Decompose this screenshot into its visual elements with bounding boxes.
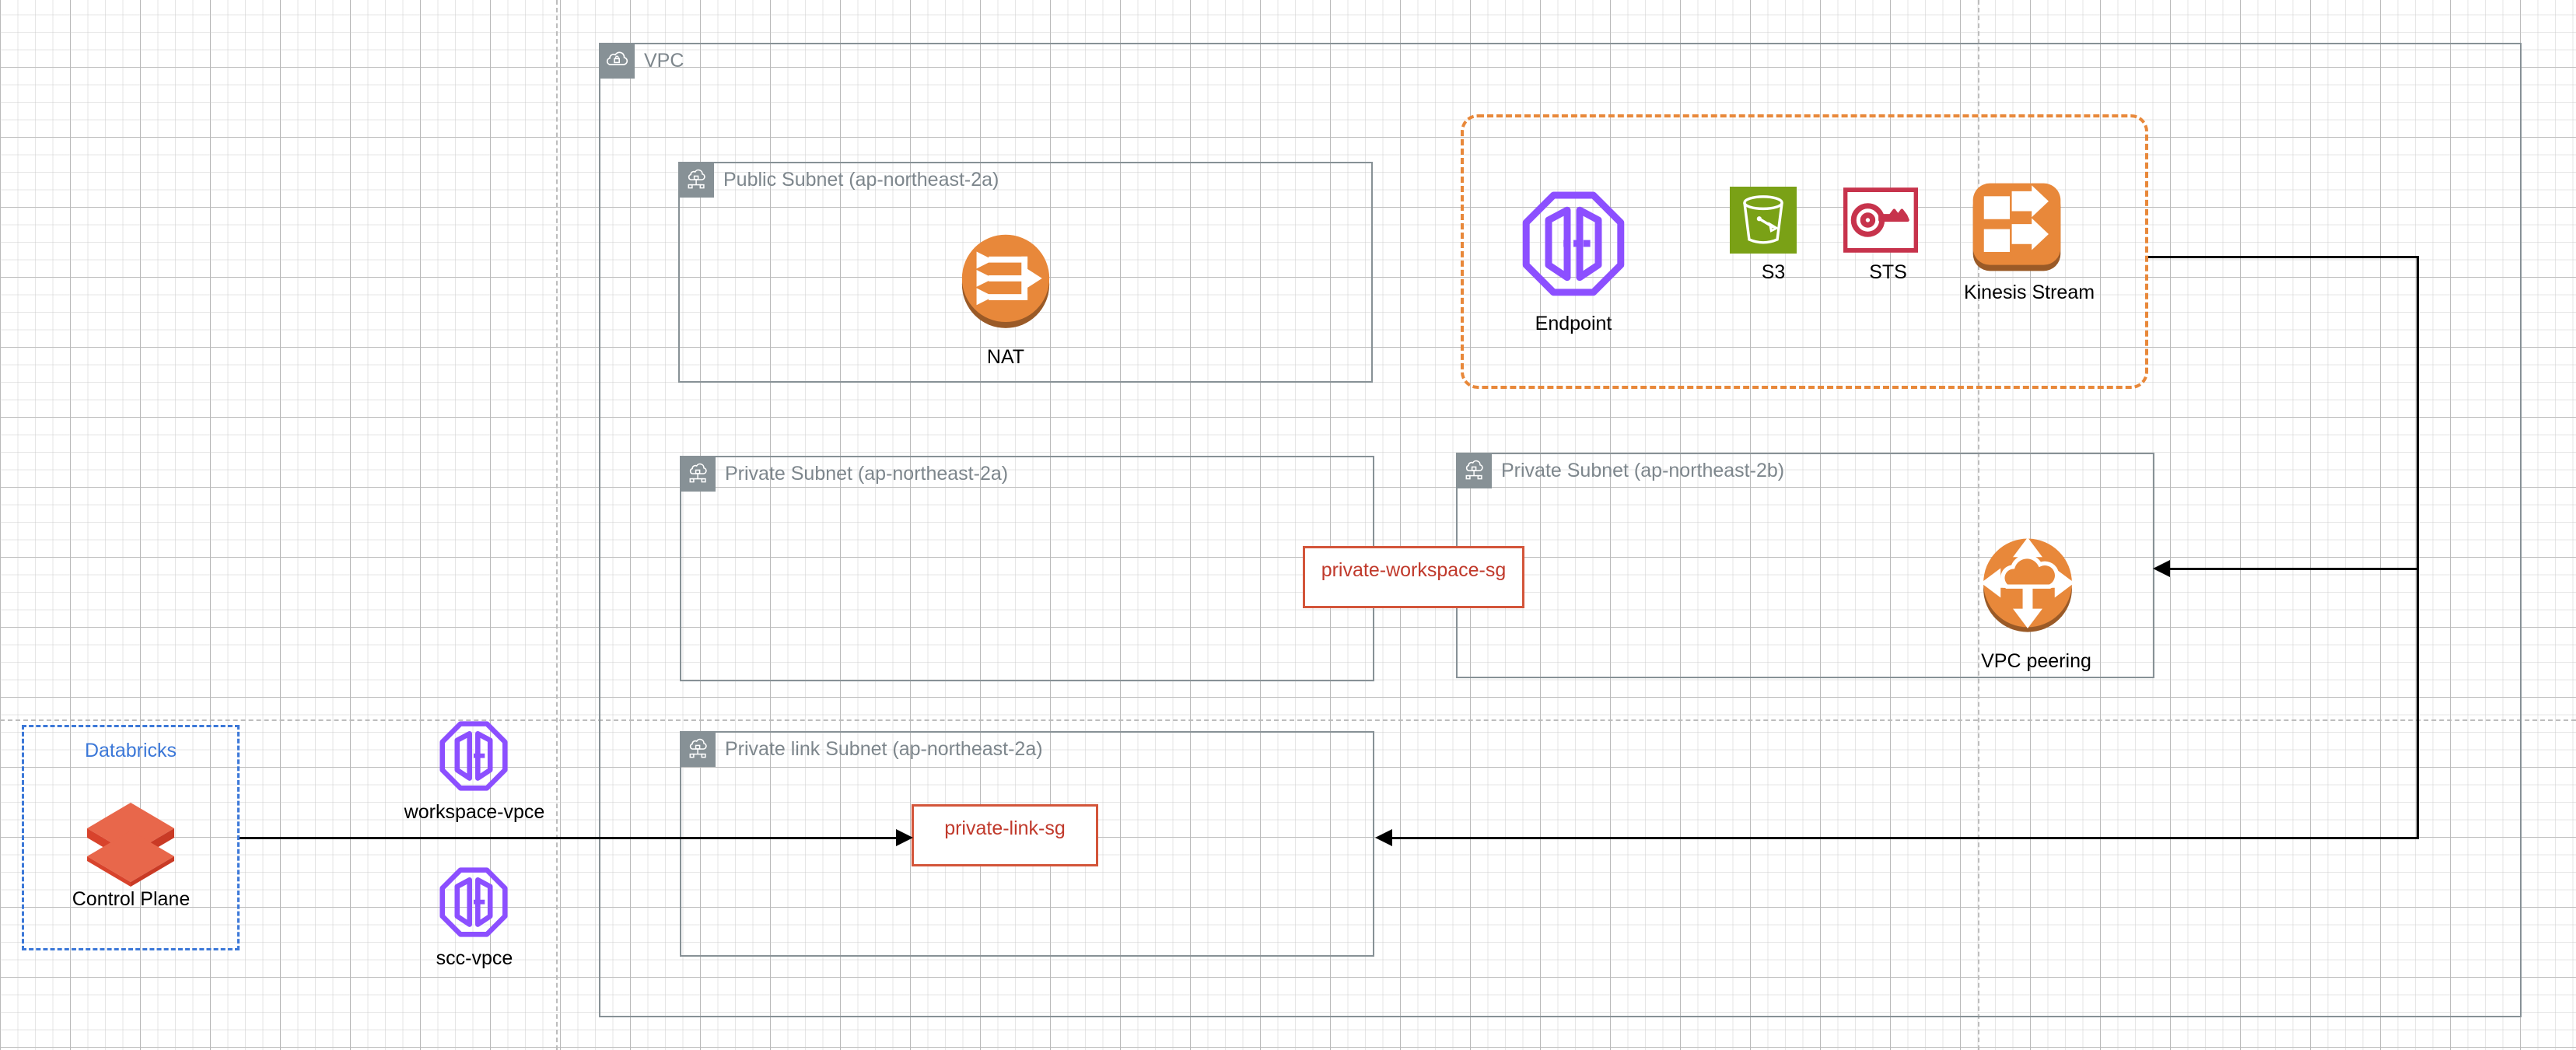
subnet-cloud-icon (678, 162, 714, 198)
subnet-private-2b-title: Private Subnet (ap-northeast-2b) (1501, 460, 1785, 481)
vpc-cloud-lock-icon (599, 43, 635, 79)
page-break-vertical-1 (556, 0, 558, 1050)
node-sts[interactable]: STS (1843, 187, 1933, 311)
node-endpoint-label: Endpoint (1535, 313, 1612, 334)
node-s3-label: S3 (1761, 261, 1786, 283)
kinesis-stream-icon (1967, 177, 2067, 281)
connector-kinesis-to-vpc-peering (2170, 568, 2419, 570)
node-s3[interactable]: S3 (1730, 187, 1817, 311)
nat-gateway-icon (945, 220, 1066, 345)
vpc-endpoint-icon (1507, 183, 1640, 311)
node-vpc-peering[interactable]: VPC peering (1966, 523, 2106, 678)
subnet-cloud-icon (680, 456, 716, 492)
subnet-private-link-2a[interactable]: Private link Subnet (ap-northeast-2a) (680, 731, 1374, 957)
node-scc-vpce-label: scc-vpce (436, 947, 513, 969)
subnet-cloud-icon (680, 731, 716, 767)
page-break-vertical-2 (1978, 0, 1979, 1050)
subnet-public-2a-title: Public Subnet (ap-northeast-2a) (723, 169, 999, 191)
node-scc-vpce[interactable]: scc-vpce (404, 862, 544, 986)
vpc-endpoint-icon (430, 716, 517, 802)
s3-bucket-icon (1730, 187, 1797, 257)
security-group-private-link-sg-label: private-link-sg (944, 817, 1066, 839)
node-nat-label: NAT (986, 346, 1025, 368)
connector-right-rail-to-private-link-sg (1392, 837, 2419, 839)
connector-kinesis-rail-vertical (2417, 256, 2419, 569)
endpoint-group[interactable] (1461, 114, 2148, 389)
vpc-group[interactable]: VPC (599, 43, 2522, 1017)
connector-right-rail-lower-vertical (2417, 568, 2419, 838)
databricks-group[interactable]: Databricks (22, 725, 240, 950)
node-control-plane[interactable]: Control Plane (72, 800, 191, 924)
vpc-peering-icon (1966, 523, 2089, 649)
databricks-group-title: Databricks (84, 740, 177, 761)
connector-kinesis-rail-top (2148, 256, 2419, 258)
page-break-horizontal-1 (0, 719, 2576, 721)
connector-control-plane-arrowhead (896, 829, 913, 846)
security-group-private-workspace-sg-label: private-workspace-sg (1321, 558, 1507, 581)
security-group-private-workspace-sg[interactable]: private-workspace-sg (1303, 546, 1524, 608)
node-kinesis-stream[interactable]: Kinesis Stream (1951, 177, 2107, 317)
node-workspace-vpce[interactable]: workspace-vpce (404, 716, 544, 840)
subnet-private-2b[interactable]: Private Subnet (ap-northeast-2b) (1456, 453, 2154, 678)
node-kinesis-stream-label: Kinesis Stream (1963, 282, 2095, 303)
node-sts-label: STS (1869, 261, 1907, 283)
connector-vpc-peering-arrowhead (2153, 560, 2170, 577)
subnet-private-2a-title: Private Subnet (ap-northeast-2a) (725, 463, 1009, 485)
sts-key-icon (1843, 187, 1919, 257)
vpc-group-title: VPC (644, 50, 684, 72)
security-group-private-link-sg[interactable]: private-link-sg (912, 804, 1098, 866)
node-endpoint[interactable]: Endpoint (1507, 183, 1640, 346)
node-control-plane-label: Control Plane (72, 888, 191, 910)
node-vpc-peering-label: VPC peering (1981, 650, 2091, 672)
node-workspace-vpce-label: workspace-vpce (404, 801, 545, 823)
subnet-private-2a[interactable]: Private Subnet (ap-northeast-2a) (680, 456, 1374, 681)
connector-control-plane-to-private-link-sg (240, 837, 898, 839)
connector-private-link-sg-arrowhead (1375, 829, 1392, 846)
vpc-endpoint-icon (430, 862, 517, 948)
node-nat[interactable]: NAT (945, 220, 1066, 376)
subnet-cloud-icon (1456, 453, 1492, 488)
subnet-public-2a[interactable]: Public Subnet (ap-northeast-2a) (678, 162, 1373, 383)
databricks-logo-icon (84, 800, 177, 891)
subnet-private-link-2a-title: Private link Subnet (ap-northeast-2a) (725, 738, 1043, 760)
